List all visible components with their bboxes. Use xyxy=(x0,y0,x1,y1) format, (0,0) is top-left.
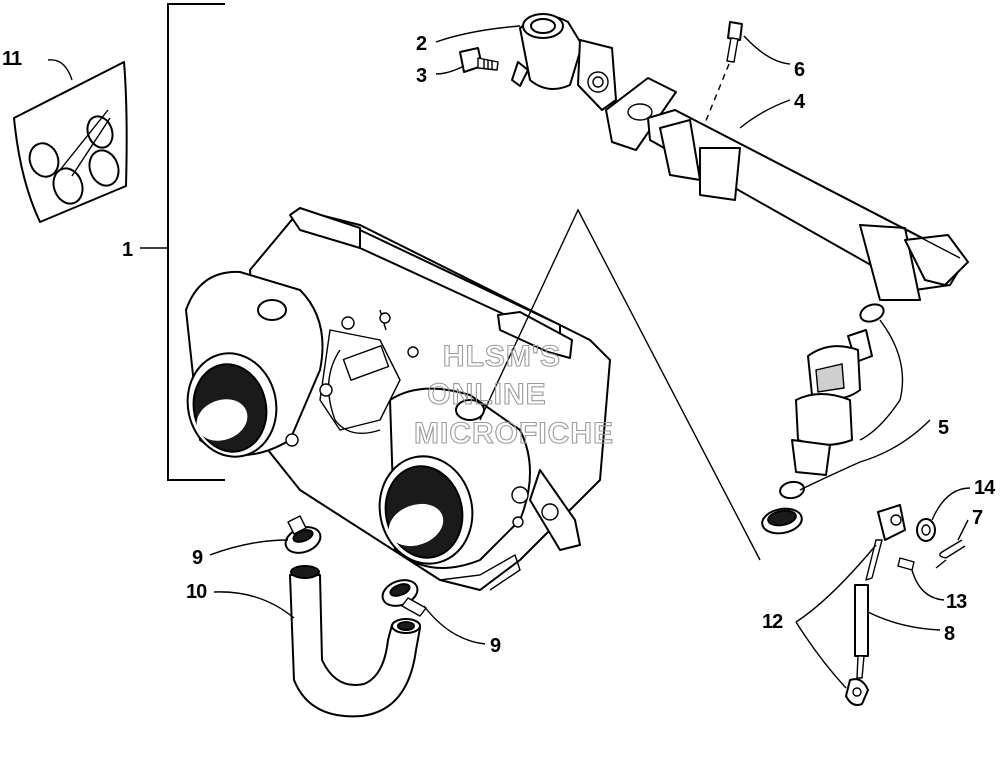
leader-9b xyxy=(423,605,486,645)
callout-13: 13 xyxy=(946,591,967,613)
gasket-kit-bag xyxy=(13,61,128,223)
hose-clamp-upper xyxy=(284,515,322,554)
callout-8: 8 xyxy=(944,623,955,645)
callout-5: 5 xyxy=(938,417,949,439)
linkage-rod-assembly xyxy=(845,504,966,706)
fuel-injector xyxy=(761,303,885,535)
callout-3: 3 xyxy=(416,65,427,87)
leader-14 xyxy=(931,487,971,521)
screw-6 xyxy=(726,21,743,63)
throttle-body-assembly xyxy=(185,207,611,591)
leader-7 xyxy=(957,519,969,541)
assembly-bracket-1 xyxy=(167,3,225,481)
callout-7: 7 xyxy=(972,507,983,529)
install-lines xyxy=(479,208,761,561)
leader-12a xyxy=(795,544,877,623)
coolant-hose xyxy=(289,565,421,718)
watermark: HLSM'S ONLINE MICROFICHE xyxy=(413,339,614,450)
leader-11 xyxy=(47,59,73,81)
leader-3 xyxy=(435,65,465,75)
callout-9-upper: 9 xyxy=(192,547,203,569)
leader-2 xyxy=(435,25,521,43)
leader-12b xyxy=(795,621,847,689)
callout-9-lower: 9 xyxy=(490,635,501,657)
leader-8 xyxy=(867,611,941,631)
callout-10: 10 xyxy=(186,581,207,603)
leader-5b xyxy=(799,419,931,491)
callout-2: 2 xyxy=(416,33,427,55)
callout-11: 11 xyxy=(2,48,22,70)
leader-9a xyxy=(209,539,289,556)
leader-10 xyxy=(213,591,295,619)
pressure-regulator xyxy=(511,13,617,111)
watermark-line-1: HLSM'S xyxy=(443,340,561,373)
leader-6 xyxy=(743,35,791,65)
fuel-rail xyxy=(605,77,969,301)
leader-5a xyxy=(859,319,904,441)
watermark-line-2: ONLINE xyxy=(427,378,546,411)
watermark-line-3: MICROFICHE xyxy=(414,417,614,450)
leader-13 xyxy=(911,569,945,601)
bolt-3 xyxy=(459,47,499,73)
leader-4 xyxy=(739,99,791,129)
callout-4: 4 xyxy=(794,91,806,113)
hose-clamp-lower xyxy=(381,579,427,617)
callout-12: 12 xyxy=(762,611,783,633)
callout-6: 6 xyxy=(794,59,805,81)
callout-1: 1 xyxy=(122,239,133,261)
callout-14: 14 xyxy=(974,477,996,499)
